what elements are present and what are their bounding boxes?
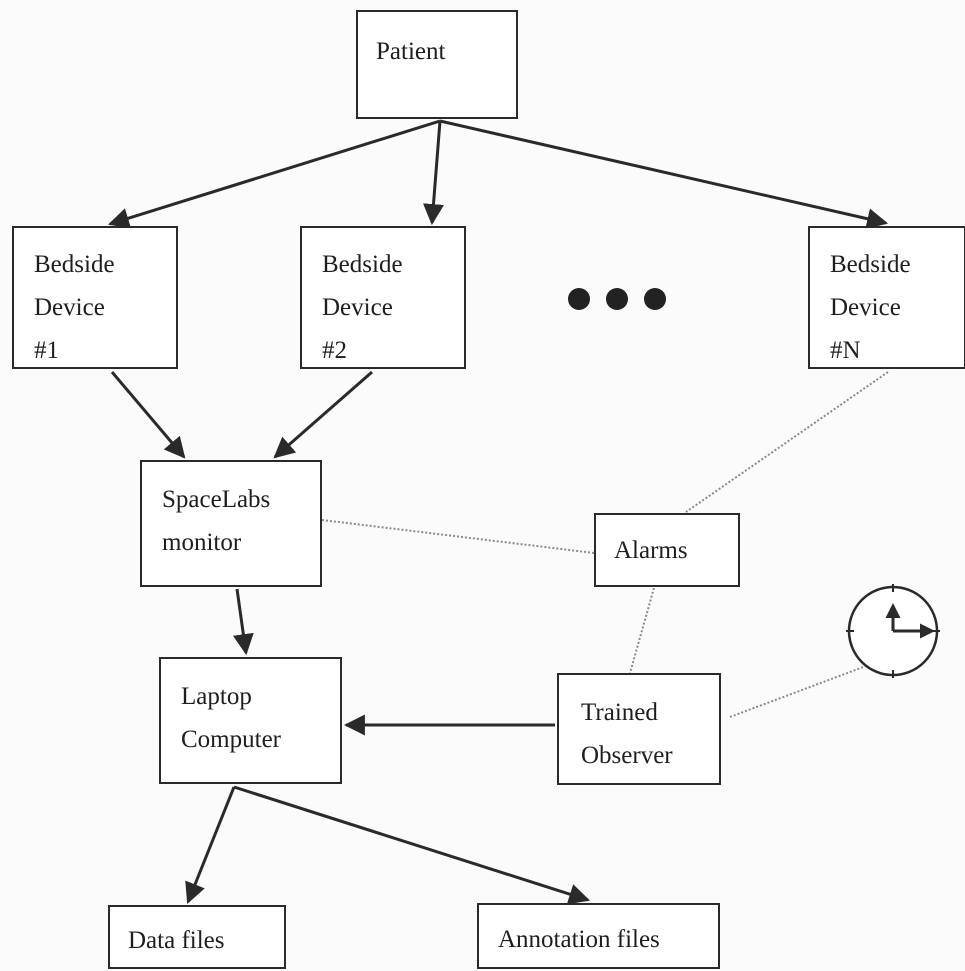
node-alarms: Alarms <box>594 513 740 587</box>
ellipsis-icon <box>568 288 666 310</box>
ellipsis-dot <box>644 288 666 310</box>
node-patient: Patient <box>356 10 518 119</box>
node-label-line: Bedside <box>830 251 911 278</box>
edge-bedside-1-spacelabs <box>110 371 186 459</box>
clock-icon <box>846 584 940 678</box>
node-bedside-device-1: Bedside Device #1 <box>12 226 178 369</box>
node-label-line: #N <box>830 337 861 364</box>
node-label: Alarms <box>614 537 688 564</box>
edge-patient-bedside-2 <box>423 120 444 226</box>
node-label-line: monitor <box>162 529 242 556</box>
node-label-line: Bedside <box>322 251 403 278</box>
link-observer-clock <box>729 665 867 718</box>
link-spacelabs-alarms <box>321 519 595 554</box>
edge-patient-bedside-1 <box>107 119 441 229</box>
edge-patient-bedside-n <box>439 119 889 230</box>
node-label: Patient <box>376 38 446 65</box>
node-label-line: #1 <box>34 337 59 364</box>
node-trained-observer: Trained Observer <box>557 673 721 785</box>
node-label-line: Bedside <box>34 251 115 278</box>
edge-laptop-annotation-files <box>233 785 591 905</box>
ellipsis-dot <box>568 288 590 310</box>
node-spacelabs-monitor: SpaceLabs monitor <box>140 460 322 587</box>
ellipsis-dot <box>606 288 628 310</box>
node-bedside-device-n: Bedside Device #N <box>808 226 965 369</box>
node-label-line: Device <box>34 294 105 321</box>
node-data-files: Data files <box>108 905 286 969</box>
link-alarms-observer <box>629 587 655 674</box>
link-bedside-n-alarms <box>685 371 889 513</box>
node-label: Annotation files <box>498 926 660 953</box>
node-label-line: Device <box>322 294 393 321</box>
node-label-line: Observer <box>581 742 673 769</box>
node-label-line: Computer <box>181 726 281 753</box>
node-label-line: SpaceLabs <box>162 486 271 513</box>
edge-spacelabs-laptop <box>232 588 254 656</box>
node-label-line: Trained <box>581 699 658 726</box>
node-label-line: Laptop <box>181 683 252 710</box>
node-laptop-computer: Laptop Computer <box>159 657 342 784</box>
edge-bedside-2-spacelabs <box>273 370 373 459</box>
node-annotation-files: Annotation files <box>477 903 720 969</box>
node-label-line: Device <box>830 294 901 321</box>
node-bedside-device-2: Bedside Device #2 <box>300 226 466 369</box>
node-label-line: #2 <box>322 337 347 364</box>
edge-laptop-data-files <box>185 786 236 904</box>
node-label: Data files <box>128 927 225 954</box>
